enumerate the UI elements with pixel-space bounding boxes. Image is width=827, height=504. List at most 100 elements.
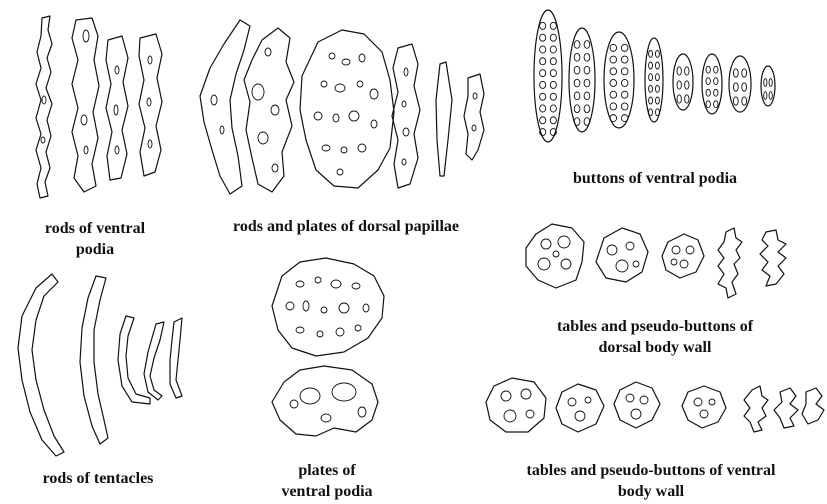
button-perforation	[574, 66, 580, 74]
button-perforation	[677, 67, 681, 75]
button-perforation	[621, 44, 628, 51]
button-perforation	[649, 109, 653, 116]
button-perforation	[742, 97, 747, 105]
button-perforation	[655, 62, 659, 69]
caption-tables-dorsal-body-wall-line-2: dorsal body wall	[520, 337, 790, 358]
button-perforation	[610, 56, 617, 63]
button-perforation	[764, 92, 767, 100]
button-perforation	[655, 109, 659, 116]
button-perforation	[621, 103, 628, 110]
button-perforation	[584, 92, 590, 100]
button-perforation	[584, 79, 590, 87]
button-perforation	[769, 79, 772, 87]
button-perforation	[540, 81, 546, 88]
button-perforation	[733, 83, 738, 91]
button-perforation	[621, 68, 628, 75]
rods-tentacles-drawing	[18, 274, 182, 456]
button-perforation	[769, 92, 772, 100]
caption-rods-tentacles: rods of tentacles	[18, 468, 178, 489]
button-perforation	[540, 58, 546, 65]
button-perforation	[540, 93, 546, 100]
button-perforation	[764, 79, 767, 87]
buttons-ventral-podia-drawing	[534, 10, 775, 142]
tables-ventral-body-wall-drawing	[486, 378, 824, 432]
button-perforation	[540, 117, 546, 124]
button-perforation	[655, 85, 659, 92]
button-perforation	[574, 41, 580, 49]
button-perforation	[610, 68, 617, 75]
button-perforation	[655, 74, 659, 81]
button-perforation	[706, 78, 710, 85]
caption-buttons-ventral-podia: buttons of ventral podia	[540, 168, 770, 189]
button-perforation	[540, 105, 546, 112]
button-perforation	[584, 41, 590, 49]
button-perforation	[574, 118, 580, 126]
button-perforation	[714, 66, 718, 73]
caption-plates-ventral-podia-line-1: plates of	[262, 460, 392, 481]
button-perforation	[621, 115, 628, 122]
caption-rods-plates-dorsal-papillae: rods and plates of dorsal papillae	[198, 216, 494, 237]
caption-plates-ventral-podia-line-2: ventral podia	[262, 481, 392, 502]
button-perforation	[649, 85, 653, 92]
button-perforation	[610, 115, 617, 122]
button-perforation	[706, 66, 710, 73]
caption-rods-tentacles-line-1: rods of tentacles	[18, 468, 178, 489]
button-perforation	[621, 56, 628, 63]
button-perforation	[550, 58, 556, 65]
button-perforation	[685, 81, 689, 89]
caption-rods-plates-dorsal-papillae-line-1: rods and plates of dorsal papillae	[198, 216, 494, 237]
button-perforation	[655, 97, 659, 104]
button-perforation	[550, 81, 556, 88]
button-perforation	[584, 53, 590, 61]
button-perforation	[550, 117, 556, 124]
button-perforation	[714, 101, 718, 108]
rods-plates-dorsal-papillae-drawing	[200, 20, 484, 194]
button-perforation	[574, 105, 580, 113]
button-perforation	[685, 95, 689, 103]
caption-buttons-ventral-podia-line-1: buttons of ventral podia	[540, 168, 770, 189]
button-perforation	[550, 34, 556, 41]
button-perforation	[649, 74, 653, 81]
button-perforation	[610, 79, 617, 86]
button-perforation	[540, 34, 546, 41]
caption-tables-dorsal-body-wall: tables and pseudo-buttons of dorsal body…	[520, 316, 790, 358]
button-perforation	[540, 70, 546, 77]
caption-plates-ventral-podia: plates of ventral podia	[262, 460, 392, 502]
button-perforation	[714, 89, 718, 96]
button-perforation	[584, 118, 590, 126]
button-perforation	[574, 53, 580, 61]
button-perforation	[621, 79, 628, 86]
button-perforation	[584, 66, 590, 74]
button-perforation	[742, 69, 747, 77]
button-perforation	[540, 46, 546, 53]
caption-rods-ventral-podia-line-1: rods of ventral	[20, 218, 170, 239]
button-perforation	[610, 103, 617, 110]
button-perforation	[685, 67, 689, 75]
button-perforation	[550, 70, 556, 77]
caption-rods-ventral-podia: rods of ventral podia	[20, 218, 170, 260]
tables-dorsal-body-wall-drawing	[526, 224, 786, 298]
button-perforation	[550, 22, 556, 29]
caption-tables-ventral-body-wall-line-2: body wall	[486, 481, 816, 502]
button-perforation	[706, 89, 710, 96]
button-perforation	[610, 91, 617, 98]
button-perforation	[550, 46, 556, 53]
button-perforation	[574, 92, 580, 100]
caption-tables-ventral-body-wall-line-1: tables and pseudo-buttons of ventral	[486, 460, 816, 481]
button-perforation	[677, 81, 681, 89]
button-perforation	[706, 101, 710, 108]
button-perforation	[574, 79, 580, 87]
caption-tables-dorsal-body-wall-line-1: tables and pseudo-buttons of	[520, 316, 790, 337]
button-perforation	[733, 97, 738, 105]
button-perforation	[649, 62, 653, 69]
caption-rods-ventral-podia-line-2: podia	[20, 239, 170, 260]
rods-ventral-podia-drawing	[36, 16, 162, 198]
button-perforation	[584, 105, 590, 113]
plates-ventral-podia-drawing	[272, 258, 384, 436]
button-perforation	[742, 83, 747, 91]
button-perforation	[733, 69, 738, 77]
button-perforation	[550, 93, 556, 100]
button-perforation	[540, 22, 546, 29]
button-perforation	[714, 78, 718, 85]
button-perforation	[649, 50, 653, 57]
